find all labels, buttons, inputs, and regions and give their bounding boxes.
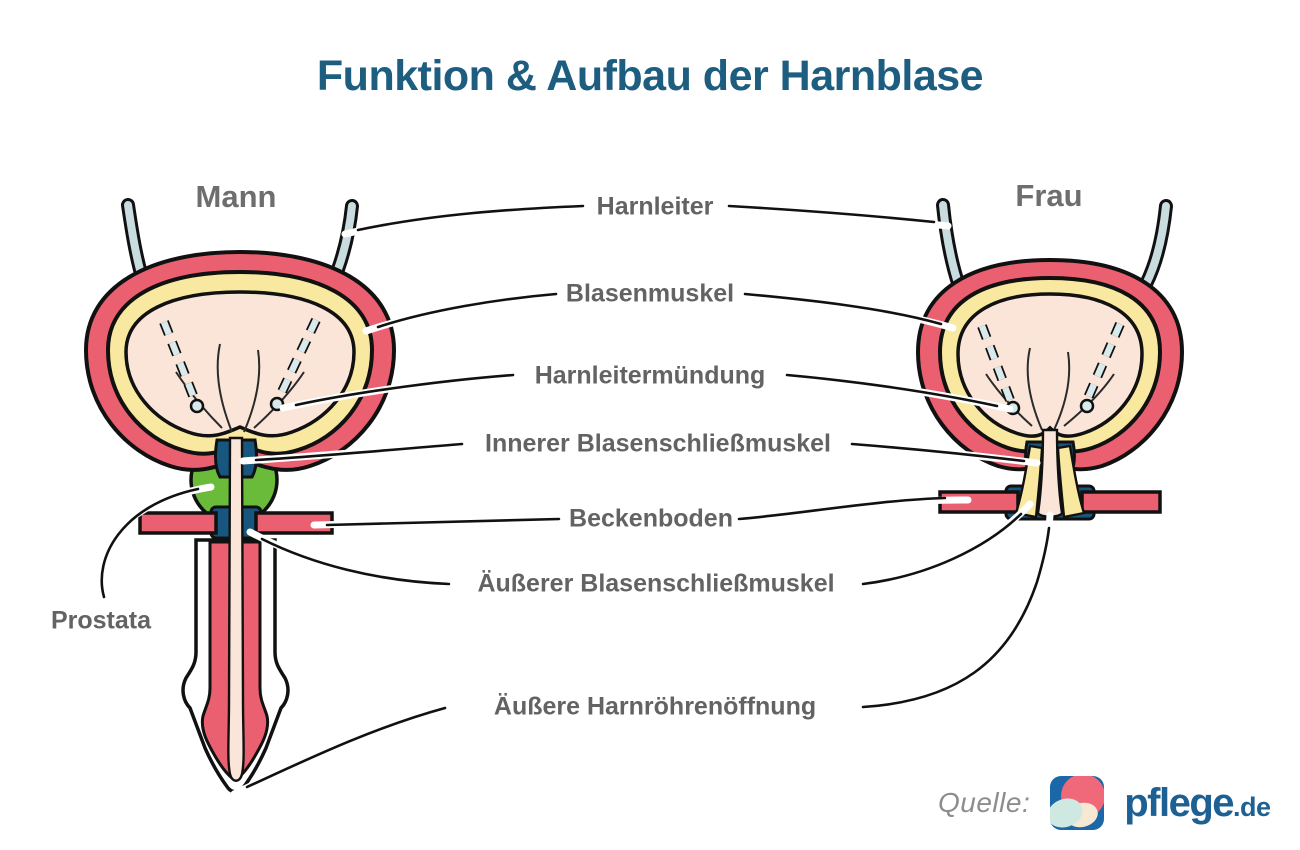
label-blasenmuskel: Blasenmuskel [565, 279, 735, 308]
connector-prostata [100, 487, 200, 599]
female-figure [915, 198, 1185, 521]
connector-beckenboden-right [737, 496, 947, 521]
male-left-ureter-opening [189, 398, 205, 414]
female-right-ureter-tube [1142, 202, 1170, 288]
brand-wordmark: pflege .de [1124, 780, 1271, 826]
label-prostata: Prostata [50, 606, 152, 635]
connector-innerer-left [254, 442, 464, 462]
page-title: Funktion & Aufbau der Harnblase [316, 52, 984, 100]
female-pelvic-floor-right [1080, 490, 1162, 514]
logo-mint-blob [1050, 798, 1083, 828]
connector-blasenmuskel-left [376, 292, 558, 329]
source-label: Quelle: [938, 787, 1031, 818]
connector-harnleiter-left [356, 204, 585, 232]
source-attribution: Quelle: pflege .de [938, 774, 1271, 832]
connector-aeussere-right [861, 526, 1051, 709]
male-pelvic-floor-left [138, 511, 218, 535]
brand-name: pflege [1124, 780, 1234, 825]
connector-lines [100, 204, 1051, 789]
male-urethra [227, 436, 245, 782]
female-right-ureter-opening [1079, 398, 1095, 414]
connector-aeussere-left [245, 706, 447, 789]
figure-title-mann: Mann [195, 179, 277, 214]
label-aeussere-harnroehrenoeffnung: Äußere Harnröhrenöffnung [493, 692, 817, 721]
connector-beckenboden-left [325, 517, 561, 527]
connector-harnleitermuendung-right [785, 373, 999, 408]
connector-aeusserer-left [260, 537, 451, 586]
label-harnleitermuendung: Harnleitermündung [534, 361, 766, 390]
label-beckenboden: Beckenboden [569, 504, 733, 533]
label-innerer-blasenschliessmuskel: Innerer Blasenschließmuskel [485, 429, 831, 458]
female-urethra-mucosa-right [1056, 444, 1086, 519]
connector-harnleitermuendung-left [294, 373, 515, 407]
male-intramural-ureters [159, 317, 321, 414]
connector-innerer-right [850, 442, 1026, 463]
male-bladder-interior [124, 290, 356, 438]
female-bladder-interior [956, 292, 1144, 438]
connector-aeusserer-right [861, 512, 1023, 586]
female-left-ureter-tube [939, 201, 963, 290]
connector-harnleiter-right [727, 204, 936, 224]
figure-title-frau: Frau [1015, 178, 1083, 213]
brand-tld: .de [1233, 791, 1271, 822]
pflege-logo-icon [1050, 776, 1105, 830]
label-aeusserer-blasenschliessmuskel: Äußerer Blasenschließmuskel [477, 569, 835, 598]
connector-blasenmuskel-right [743, 292, 943, 326]
male-figure [83, 198, 397, 794]
label-harnleiter: Harnleiter [596, 192, 714, 221]
